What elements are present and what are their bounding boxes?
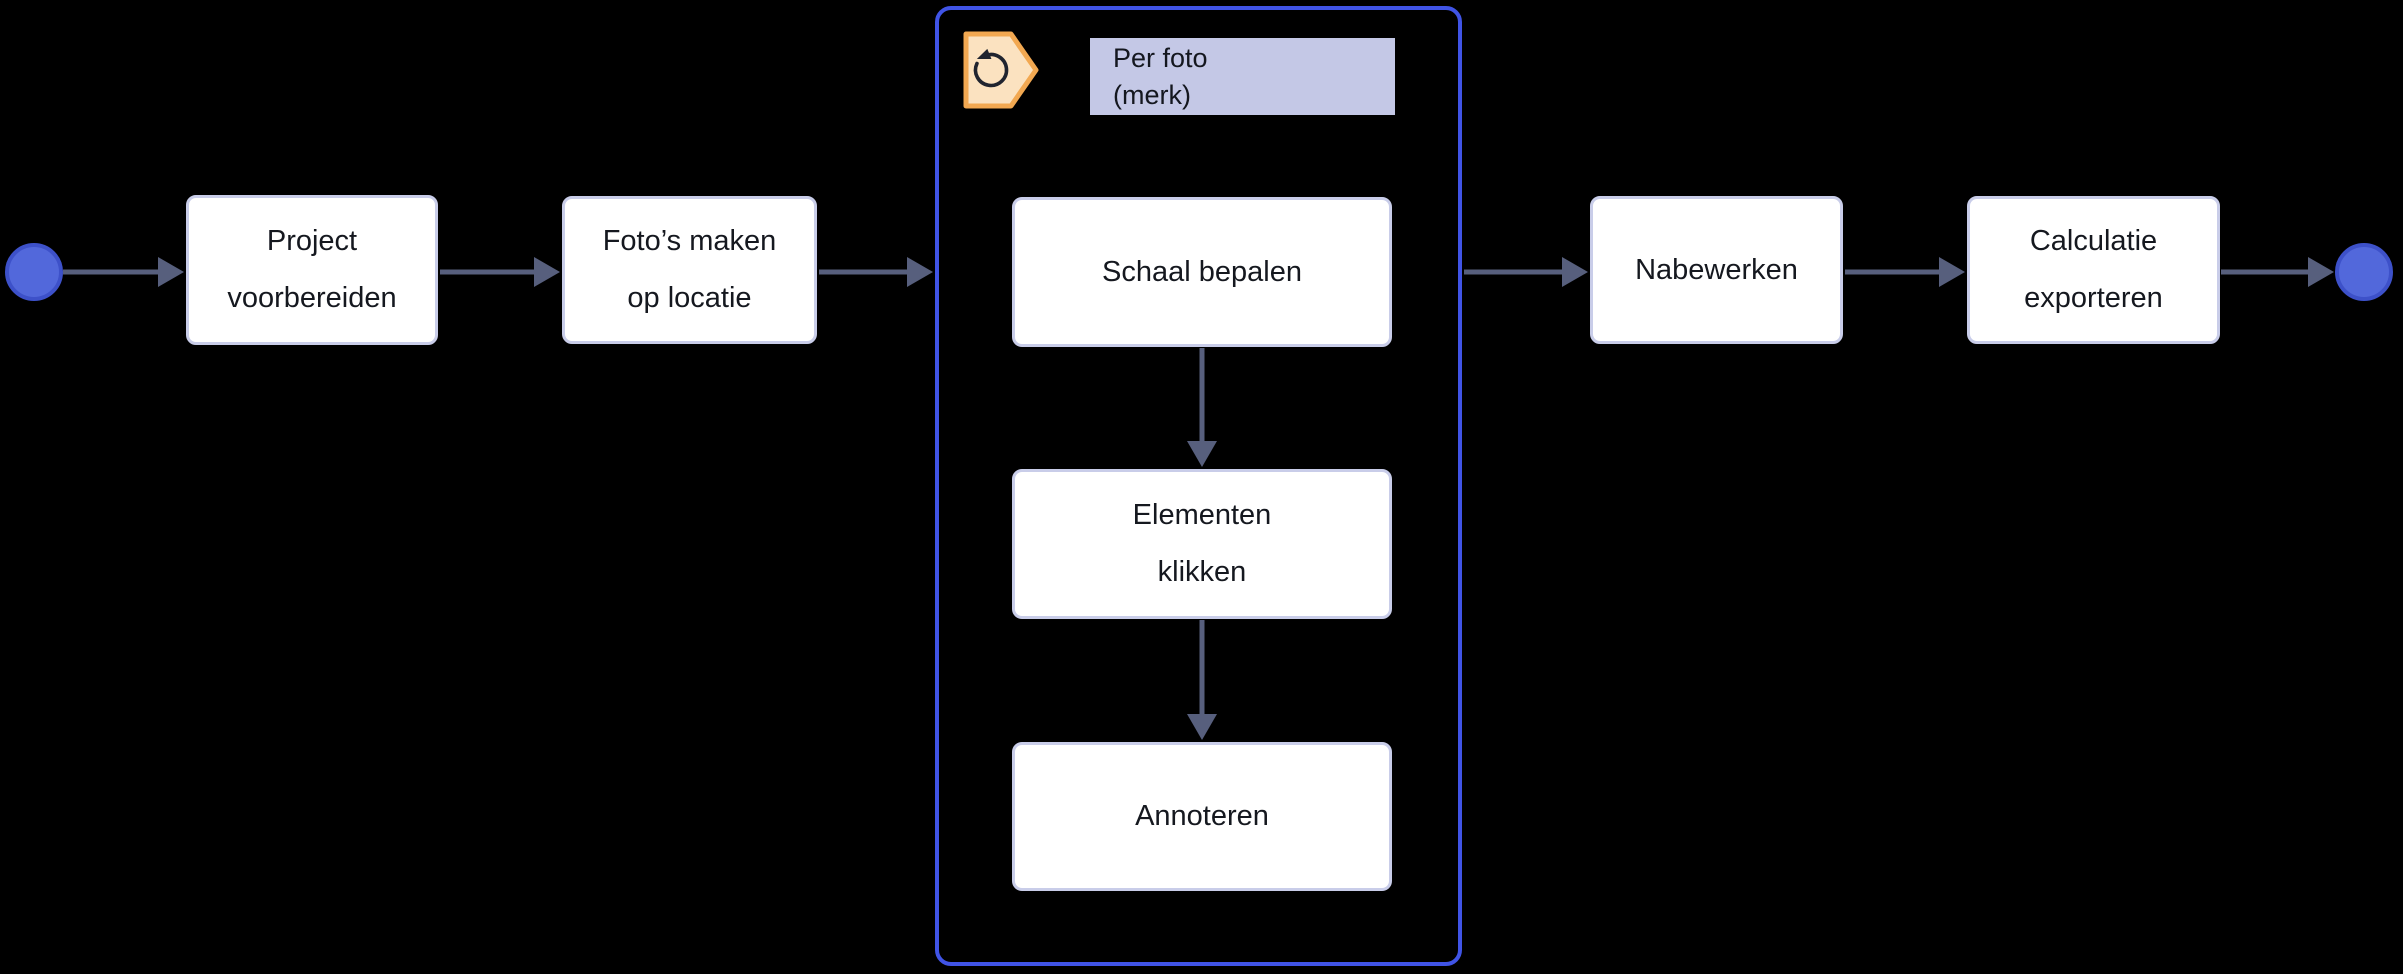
edge-calculatie-to-end[interactable] (2221, 257, 2334, 287)
node-schaal-bepalen[interactable]: Schaal bepalen (1012, 197, 1392, 347)
node-label-line: Schaal bepalen (1102, 255, 1302, 288)
node-label-line: Project (266, 225, 358, 257)
node-label-line: Foto’s maken (602, 225, 777, 257)
node-fotos-maken-op-locatie[interactable]: Foto’s maken op locatie (562, 196, 817, 344)
edge-loop-group-to-nabewerken[interactable] (1464, 257, 1588, 287)
loop-group-container[interactable] (935, 6, 1462, 966)
start-node[interactable] (5, 243, 63, 301)
loop-group-label-line: (merk) (1113, 80, 1191, 110)
node-label-line: Calculatie (2029, 225, 2158, 257)
loop-group-label[interactable]: Per foto (merk) (1090, 38, 1395, 115)
end-node[interactable] (2335, 243, 2393, 301)
node-nabewerken[interactable]: Nabewerken (1590, 196, 1843, 344)
edge-elementen-to-annoteren[interactable] (1187, 620, 1217, 740)
node-label-line: Nabewerken (1635, 253, 1798, 286)
node-elementen-klikken[interactable]: Elementen klikken (1012, 469, 1392, 619)
edge-schaal-to-elementen[interactable] (1187, 348, 1217, 467)
loop-marker[interactable] (962, 30, 1040, 110)
node-calculatie-exporteren[interactable]: Calculatie exporteren (1967, 196, 2220, 344)
node-label-line: voorbereiden (227, 282, 397, 314)
node-label-line: Elementen (1132, 499, 1272, 531)
node-label-line: op locatie (627, 282, 752, 314)
edge-nabewerken-to-calculatie[interactable] (1845, 257, 1965, 287)
edge-fotos-to-loop-group[interactable] (819, 257, 933, 287)
loop-group-label-line: Per foto (1113, 43, 1208, 73)
node-label-line: exporteren (2024, 282, 2163, 314)
edge-start-to-project[interactable] (63, 257, 184, 287)
node-project-voorbereiden[interactable]: Project voorbereiden (186, 195, 438, 345)
loop-marker-shape (963, 31, 1039, 109)
node-annoteren[interactable]: Annoteren (1012, 742, 1392, 891)
node-label-line: klikken (1157, 556, 1247, 588)
edge-project-to-fotos[interactable] (440, 257, 560, 287)
loop-icon (973, 48, 1009, 88)
node-label-line: Annoteren (1135, 800, 1269, 832)
